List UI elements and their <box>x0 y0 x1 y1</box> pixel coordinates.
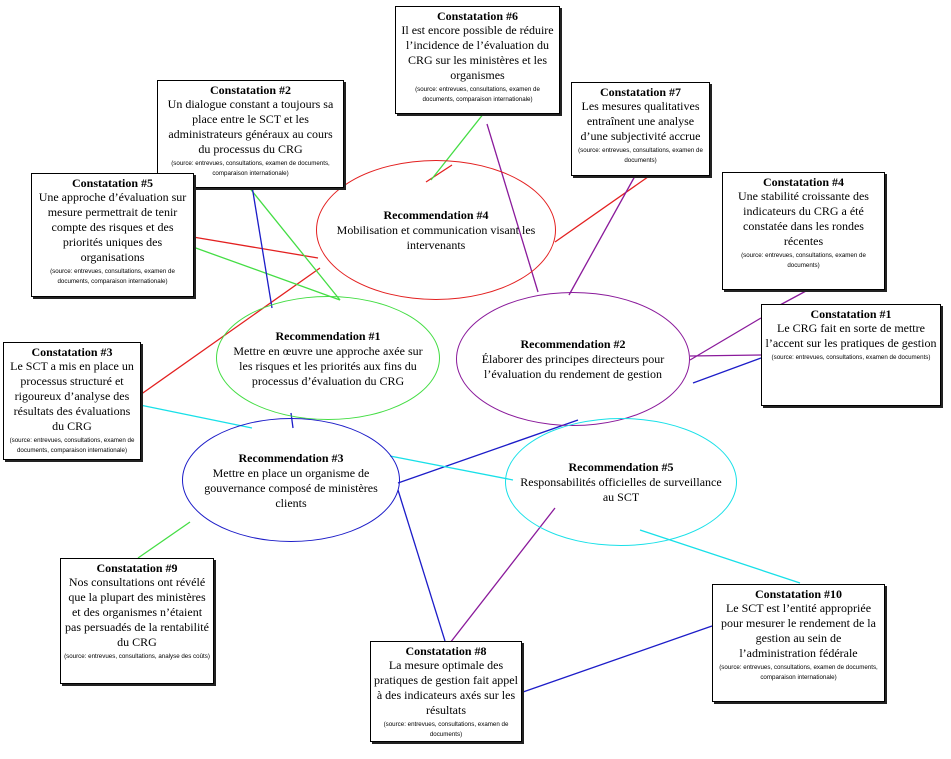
recommendation-3-title: Recommendation #3 <box>238 450 344 465</box>
connector-c1-r2 <box>689 317 762 361</box>
finding-10: Constatation #10 Le SCT est l’entité app… <box>712 584 885 702</box>
finding-1-body: Le CRG fait en sorte de mettre l’accent … <box>765 321 937 350</box>
finding-5: Constatation #5 Une approche d’évaluatio… <box>31 173 194 297</box>
finding-7: Constatation #7 Les mesures qualitatives… <box>571 82 710 176</box>
connector-c7-r4 <box>554 171 656 243</box>
recommendation-4-title: Recommendation #4 <box>383 208 489 222</box>
finding-1: Constatation #1 Le CRG fait en sorte de … <box>761 304 941 406</box>
recommendation-1-title: Recommendation #1 <box>275 328 381 343</box>
connector-c1-r2-blue <box>692 357 762 384</box>
finding-2-source: (source: entrevues, consultations, exame… <box>171 160 330 177</box>
connector-c5-r4 <box>192 236 319 259</box>
recommendation-4-body: Mobilisation et communication visant les… <box>336 223 536 252</box>
finding-4-body: Une stabilité croissante des indicateurs… <box>738 189 869 248</box>
finding-8-source: (source: entrevues, consultations, exame… <box>383 721 509 738</box>
finding-6-title: Constatation #6 <box>436 9 518 23</box>
finding-2-body: Un dialogue constant a toujours sa place… <box>167 97 334 156</box>
recommendation-2: Recommendation #2 Élaborer des principes… <box>456 292 690 426</box>
recommendation-1-body: Mettre en œuvre une approche axée sur le… <box>233 343 423 388</box>
finding-9-body: Nos consultations ont révélé que la plup… <box>65 575 209 649</box>
recommendation-5-body: Responsabilités officielles de surveilla… <box>520 475 722 504</box>
recommendation-3: Recommendation #3 Mettre en place un org… <box>182 418 400 542</box>
finding-9: Constatation #9 Nos consultations ont ré… <box>60 558 214 684</box>
finding-7-body: Les mesures qualitatives entraînent une … <box>580 99 701 143</box>
recommendation-2-body: Élaborer des principes directeurs pour l… <box>481 352 665 381</box>
finding-6: Constatation #6 Il est encore possible d… <box>395 6 560 114</box>
finding-8: Constatation #8 La mesure optimale des p… <box>370 641 522 742</box>
finding-4-title: Constatation #4 <box>762 175 844 189</box>
recommendation-1: Recommendation #1 Mettre en œuvre une ap… <box>216 296 440 420</box>
finding-4: Constatation #4 Une stabilité croissante… <box>722 172 885 290</box>
recommendation-4: Recommendation #4 Mobilisation et commun… <box>316 160 556 300</box>
finding-8-title: Constatation #8 <box>405 644 487 658</box>
connector-c3-r3 <box>139 404 253 429</box>
finding-1-source: (source: entrevues, consultations, exame… <box>771 354 931 361</box>
connector-r3-r5 <box>389 455 514 481</box>
connector-c1-r2-b <box>689 354 762 357</box>
finding-2-title: Constatation #2 <box>209 83 291 97</box>
connector-c7-r2 <box>568 175 636 296</box>
finding-9-source: (source: entrevues, consultations, analy… <box>64 653 210 660</box>
finding-10-title: Constatation #10 <box>754 587 842 601</box>
finding-2: Constatation #2 Un dialogue constant a t… <box>157 80 344 188</box>
finding-9-title: Constatation #9 <box>96 561 178 575</box>
finding-3: Constatation #3 Le SCT a mis en place un… <box>3 342 141 460</box>
finding-7-source: (source: entrevues, consultations, exame… <box>578 147 703 164</box>
finding-6-body: Il est encore possible de réduire l’inci… <box>401 23 554 82</box>
connector-c8-r5 <box>449 507 556 644</box>
finding-7-title: Constatation #7 <box>599 85 681 99</box>
recommendation-5-title: Recommendation #5 <box>568 460 674 474</box>
finding-3-title: Constatation #3 <box>31 345 113 359</box>
finding-1-title: Constatation #1 <box>810 307 892 321</box>
connector-c9-r3 <box>137 521 191 559</box>
finding-10-body: Le SCT est l’entité appropriée pour mesu… <box>721 601 876 660</box>
recommendation-2-title: Recommendation #2 <box>520 337 626 351</box>
connector-c2-r1 <box>247 185 341 301</box>
finding-5-source: (source: entrevues, consultations, exame… <box>50 268 175 285</box>
connector-r3-r2 <box>397 419 579 484</box>
connector-c8-c10 <box>522 625 713 693</box>
finding-6-source: (source: entrevues, consultations, exame… <box>415 86 540 103</box>
finding-5-body: Une approche d’évaluation sur mesure per… <box>38 190 187 264</box>
finding-4-source: (source: entrevues, consultations, exame… <box>741 252 866 269</box>
finding-3-body: Le SCT a mis en place un processus struc… <box>10 359 134 433</box>
connector-c2-r1-blue <box>251 185 273 309</box>
connector-c4-r2 <box>779 290 807 306</box>
recommendation-5: Recommendation #5 Responsabilités offici… <box>505 418 737 546</box>
finding-8-body: La mesure optimale des pratiques de gest… <box>374 658 518 717</box>
finding-3-source: (source: entrevues, consultations, exame… <box>9 437 135 454</box>
connector-r3-c8 <box>397 489 446 642</box>
finding-5-title: Constatation #5 <box>71 176 153 190</box>
finding-10-source: (source: entrevues, consultations, exame… <box>719 664 878 681</box>
recommendation-3-body: Mettre en place un organisme de gouverna… <box>204 465 378 510</box>
